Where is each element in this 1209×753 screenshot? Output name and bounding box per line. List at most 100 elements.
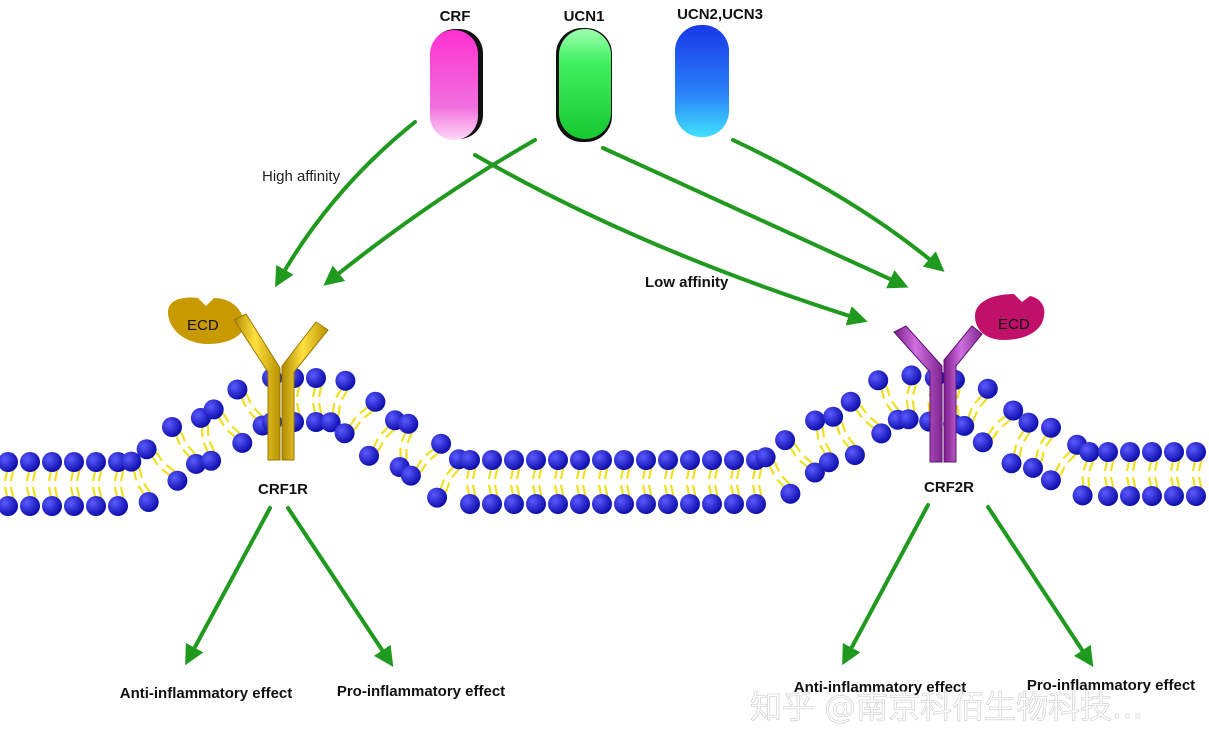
lipid-head [431,433,452,454]
lipid-head [805,410,826,431]
crf1r-anti-inflammatory-label: Anti-inflammatory effect [120,685,293,702]
ligand-crf: CRF [430,8,483,140]
ligand-crf-capsule [430,30,478,140]
lipid-head [1003,400,1024,421]
lipid-head [702,494,722,514]
lipid-head [1120,486,1140,506]
lipid-head [64,452,84,472]
lipid-head [1142,486,1162,506]
cell-membrane [0,365,1206,516]
crf1r-ecd-domain [168,297,245,344]
ligand-ucn23-label: UCN2,UCN3 [677,6,763,23]
lipid-head [868,370,889,391]
lipid-head [1186,442,1206,462]
binding-arrows [275,120,945,326]
watermark: 知乎 @南京科佰生物科技... [750,688,1143,726]
lipid-head [1098,442,1118,462]
lipid-head [504,450,524,470]
lipid-head [755,447,776,468]
crf1r-left-arm [233,313,281,461]
effect-arrows [185,503,1094,668]
arrow-crf1r-pro [286,506,394,668]
crf2r-anti-inflammatory-label: Anti-inflammatory effect [794,679,967,696]
lipid-head [482,494,502,514]
lipid-head [972,432,993,453]
arrow-crf1r-anti [185,506,272,666]
lipid-head [1023,457,1043,478]
lipid-head [898,409,919,430]
lipid-head [823,406,844,427]
lipid-head [162,417,182,437]
lipid-head [460,450,480,470]
lipid-head [526,494,546,514]
lipid-head [548,494,568,514]
lipid-head [400,465,421,486]
lipid-head [636,450,656,470]
lipid-head [108,496,128,516]
lipid-head [871,423,892,444]
lipid-head [840,391,861,412]
ligand-ucn1: UCN1 [556,8,612,142]
ligand-ucn1-label: UCN1 [564,8,605,25]
lipid-head [86,452,106,472]
low-affinity-label: Low affinity [645,274,729,291]
crf2r-right-arm [943,325,983,463]
lipid-head [570,450,590,470]
lipid-head [1072,485,1093,506]
lipid-head [977,378,998,399]
lipid-head [227,379,248,400]
lipid-head [680,450,700,470]
lipid-head [398,413,419,434]
lipid-head [232,432,253,453]
lipid-head [1040,470,1061,491]
lipid-head [42,496,62,516]
lipid-head [504,494,524,514]
lipid-head [724,450,744,470]
lipid-head [1164,486,1184,506]
lipid-head [320,412,341,433]
lipid-head [1079,442,1100,462]
lipid-head [901,365,922,386]
lipid-head [20,452,40,472]
lipid-head [42,452,62,472]
lipid-head [121,451,142,472]
lipid-head [1142,442,1162,462]
arrow-ucn1-to-crf1r [323,138,537,286]
ligand-crf-label: CRF [440,8,471,25]
lipid-head [658,450,678,470]
lipid-head [592,494,612,514]
lipid-head [186,453,206,474]
lipid-head [365,391,386,412]
crf2r-left-arm [893,325,943,463]
crf1r-right-arm [281,321,329,461]
arrow-crf2r-pro [986,505,1094,668]
crf1r-label: CRF1R [258,481,308,498]
lipid-head [636,494,656,514]
lipid-head [1018,412,1039,433]
lipid-head [1120,442,1140,462]
lipid-head [746,494,766,514]
ligand-ucn23-capsule [675,25,729,137]
lipid-head [954,415,975,436]
lipid-head [136,439,157,460]
lipid-head [680,494,700,514]
arrow-crf-to-crf1r [275,120,417,288]
lipid-head [306,412,326,432]
lipid-head [1164,442,1184,462]
lipid-head [86,496,106,516]
ligand-ucn23: UCN2,UCN3 [675,6,763,137]
lipid-head [334,423,355,444]
ligand-ucn1-capsule [559,29,611,139]
lipid-head [0,496,18,516]
lipid-head [1041,417,1061,438]
crf2r-ecd-domain [975,294,1045,340]
lipid-head [614,450,634,470]
crf2r-pro-inflammatory-label: Pro-inflammatory effect [1027,677,1195,694]
lipid-head [592,450,612,470]
lipid-head [702,450,722,470]
arrow-ucn23-to-crf2r [731,138,945,272]
lipid-head [306,368,326,388]
crf2r-ecd-label: ECD [998,316,1030,333]
arrow-crf-to-crf2r [473,153,868,326]
